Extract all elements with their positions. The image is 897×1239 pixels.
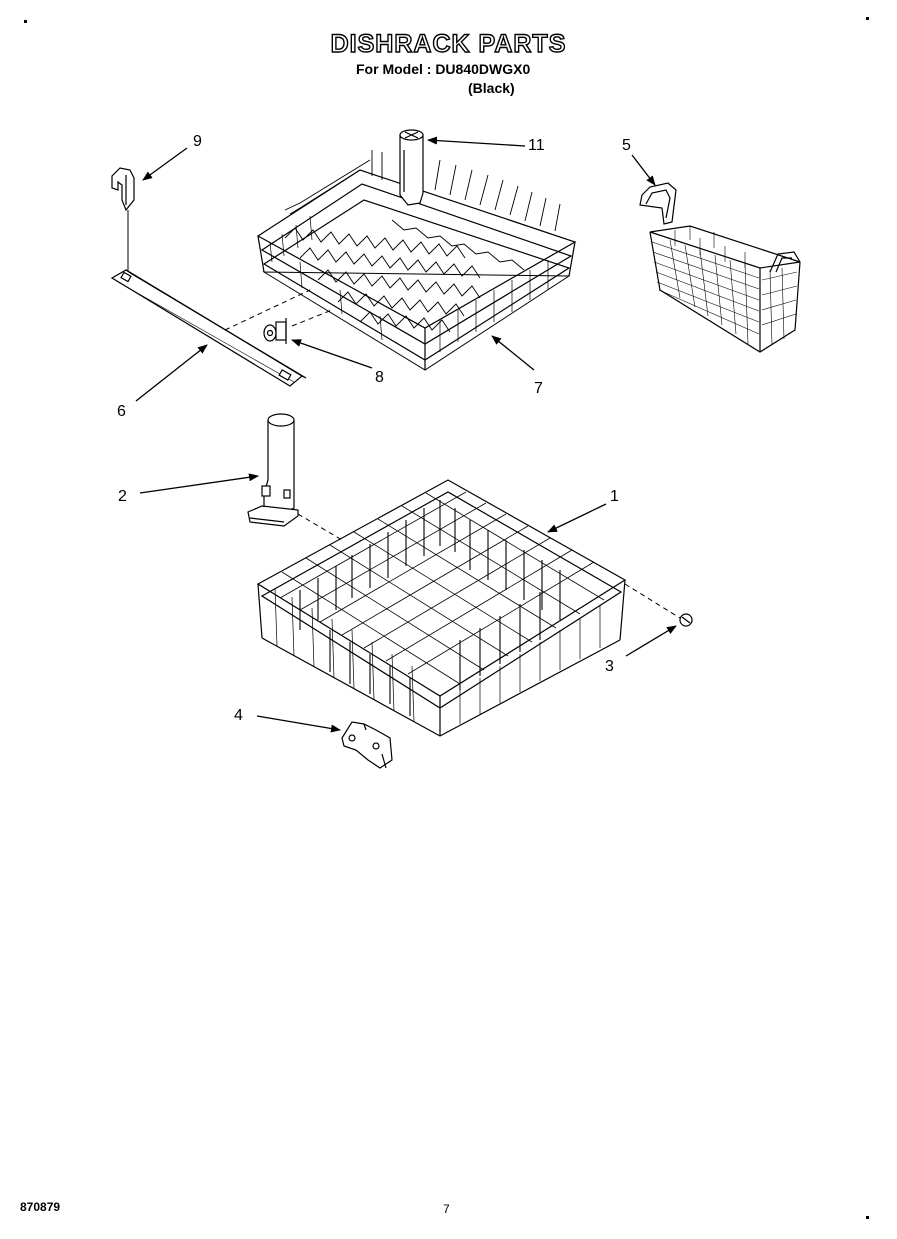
lower-spray-tube xyxy=(247,413,299,527)
alignment-lines-lower xyxy=(297,513,681,619)
callout-6: 6 xyxy=(117,403,126,420)
roller-bracket xyxy=(341,721,393,769)
lower-rack xyxy=(256,479,627,737)
leader-arrows xyxy=(135,136,677,733)
alignment-lines-upper xyxy=(224,289,333,331)
arrow-3 xyxy=(625,625,677,657)
callout-2: 2 xyxy=(118,488,127,505)
callout-7: 9 xyxy=(193,133,202,150)
callout-8: 7 xyxy=(534,380,543,397)
rack-rail xyxy=(110,269,307,387)
rack-clip xyxy=(111,167,135,212)
arrow-1 xyxy=(547,503,607,533)
callout-4: 4 xyxy=(234,707,243,724)
color-variant: (Black) xyxy=(468,80,515,96)
callout-3: 3 xyxy=(605,658,614,675)
arrow-9 xyxy=(291,339,373,369)
page-title: DISHRACK PARTS xyxy=(330,29,567,58)
arrow-11 xyxy=(427,136,526,147)
corner-mark-top-right xyxy=(866,17,869,20)
callout-11: 11 xyxy=(528,137,545,154)
document-code: 870879 xyxy=(20,1200,61,1214)
upper-spray-tube xyxy=(399,129,424,206)
page-number: 7 xyxy=(443,1202,450,1216)
arrow-6 xyxy=(135,344,208,402)
arrow-4 xyxy=(256,715,341,733)
arrow-5 xyxy=(631,154,656,186)
silverware-basket xyxy=(639,182,801,353)
upper-rack xyxy=(256,150,577,371)
rack-roller xyxy=(263,318,287,344)
corner-mark-top-left xyxy=(24,20,27,23)
callout-9: 8 xyxy=(375,369,384,386)
arrow-2 xyxy=(139,473,259,494)
rack-stop-cap xyxy=(679,613,693,627)
callout-1: 1 xyxy=(610,488,619,505)
model-line: For Model : DU840DWGX0 xyxy=(356,61,531,77)
callout-5: 5 xyxy=(622,137,631,154)
arrow-8 xyxy=(491,335,535,371)
arrow-7 xyxy=(142,147,188,181)
corner-mark-bottom-right xyxy=(866,1216,869,1219)
